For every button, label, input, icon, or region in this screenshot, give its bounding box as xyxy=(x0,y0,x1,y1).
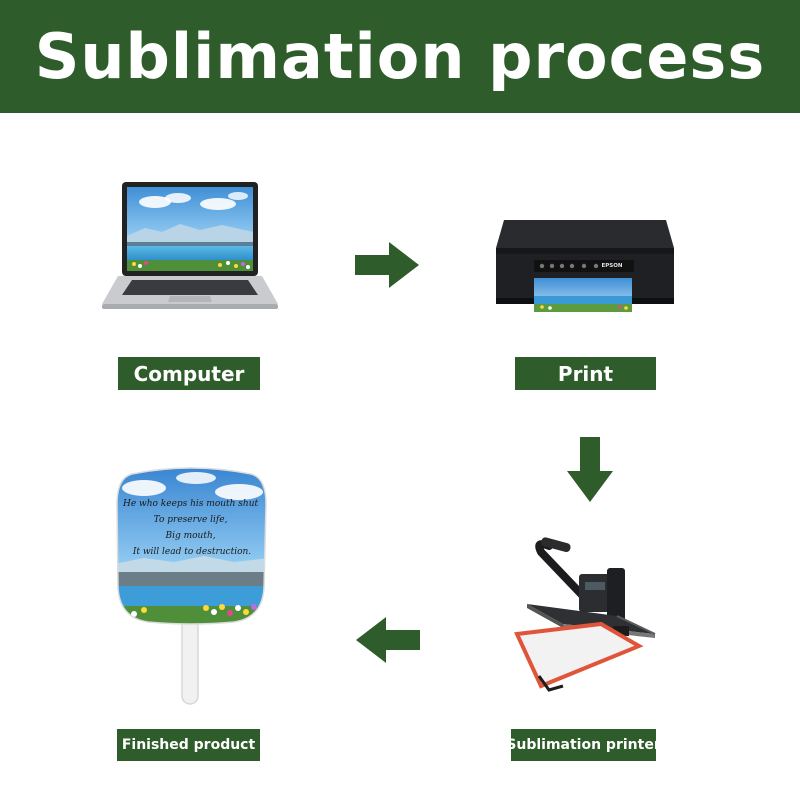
title-banner: Sublimation process xyxy=(0,0,800,113)
step-label-computer: Computer xyxy=(118,357,260,390)
printer-brand-text: EPSON xyxy=(601,263,622,269)
printer-illustration: EPSON xyxy=(496,220,674,312)
page-title: Sublimation process xyxy=(34,19,766,93)
laptop-illustration xyxy=(102,182,278,309)
hand-fan-illustration: He who keeps his mouth shut To preserve … xyxy=(116,467,267,705)
fan-text-line-3: Big mouth, xyxy=(164,531,215,541)
step-label-sublimation-printer: Sublimation printer xyxy=(506,729,661,761)
step-label-finished-product: Finished product xyxy=(117,729,260,761)
heat-press-illustration xyxy=(514,537,656,692)
arrow-down-icon xyxy=(567,437,613,502)
step-label-print: Print xyxy=(515,357,656,390)
fan-text-line-4: It will lead to destruction. xyxy=(132,547,251,557)
arrow-right-icon xyxy=(355,242,419,288)
fan-text-line-1: He who keeps his mouth shut xyxy=(122,499,259,509)
arrow-left-icon xyxy=(356,617,420,663)
fan-text-line-2: To preserve life, xyxy=(154,515,228,525)
svg-text:He who keeps his mouth shut: He who keeps his mouth shut To preserve … xyxy=(122,499,261,557)
